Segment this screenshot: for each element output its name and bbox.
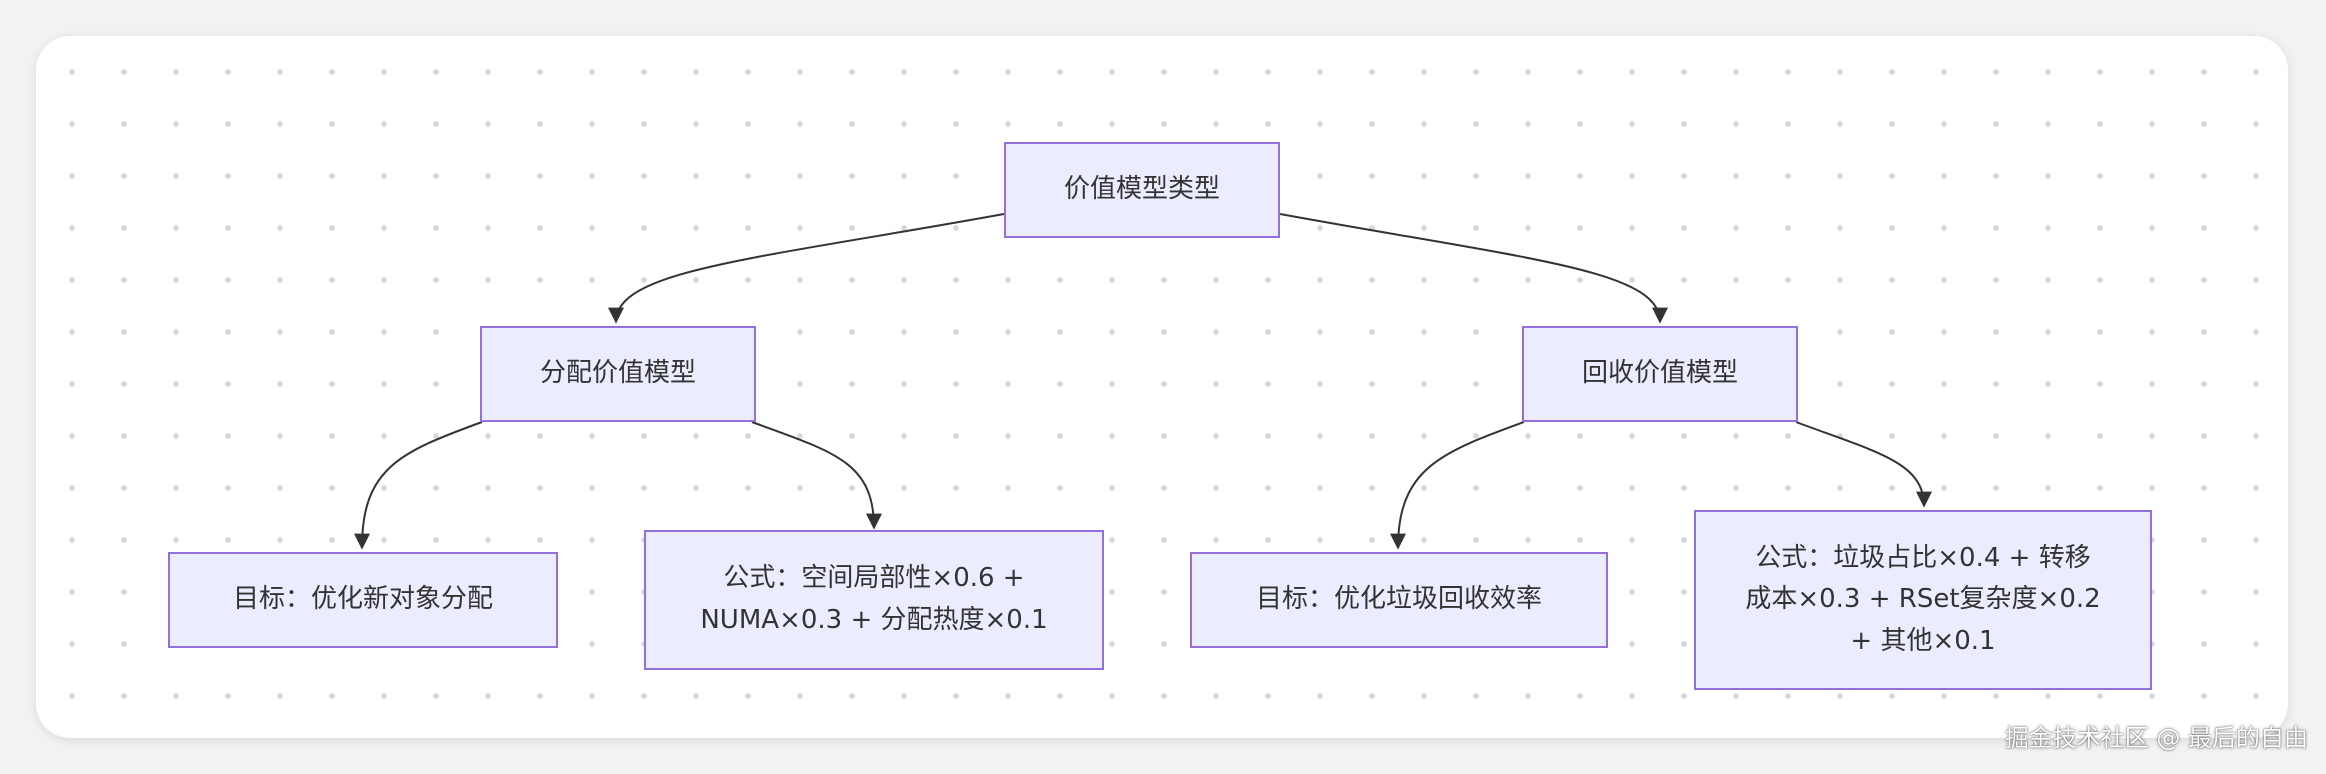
edge-alloc-to-goal	[354, 421, 483, 550]
node-recycle-formula: 公式：垃圾占比×0.4 + 转移 成本×0.3 + RSet复杂度×0.2 + …	[1694, 510, 2152, 690]
watermark: 掘金技术社区 @ 最后的自由	[2004, 724, 2308, 752]
node-alloc-model: 分配价值模型	[480, 326, 756, 422]
node-recycle-formula-label: 公式：垃圾占比×0.4 + 转移 成本×0.3 + RSet复杂度×0.2 + …	[1745, 542, 2101, 656]
node-recycle-goal-label: 目标：优化垃圾回收效率	[1255, 584, 1542, 615]
edge-root-to-alloc	[608, 213, 1005, 324]
node-alloc-goal: 目标：优化新对象分配	[168, 552, 558, 648]
node-recycle-model-label: 回收价值模型	[1581, 358, 1738, 389]
node-recycle-model: 回收价值模型	[1522, 326, 1798, 422]
node-alloc-formula-label: 公式：空间局部性×0.6 + NUMA×0.3 + 分配热度×0.1	[700, 563, 1048, 635]
edge-recycle-to-goal	[1390, 421, 1525, 550]
node-alloc-formula: 公式：空间局部性×0.6 + NUMA×0.3 + 分配热度×0.1	[644, 530, 1104, 670]
node-recycle-goal: 目标：优化垃圾回收效率	[1190, 552, 1608, 648]
edge-alloc-to-formula	[751, 421, 882, 530]
edge-root-to-recycle	[1279, 213, 1668, 324]
node-alloc-goal-label: 目标：优化新对象分配	[232, 584, 493, 615]
node-root-label: 价值模型类型	[1063, 174, 1220, 205]
node-alloc-model-label: 分配价值模型	[539, 358, 696, 389]
node-root: 价值模型类型	[1004, 142, 1280, 238]
edge-recycle-to-formula	[1795, 421, 1932, 508]
